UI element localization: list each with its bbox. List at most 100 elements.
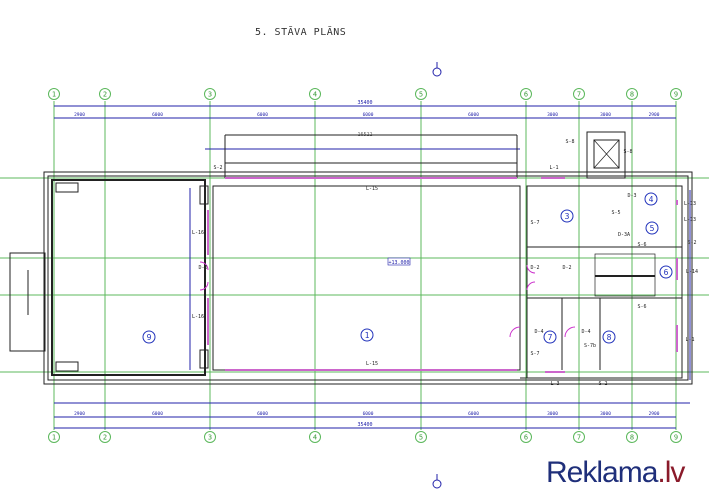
label-l13-a: L-13 [684, 201, 696, 207]
label-d4-b: D-4 [581, 329, 590, 335]
dim-bottom: 3000 [600, 411, 611, 417]
label-l15-bottom: L-15 [366, 361, 378, 367]
dim-top: 6000 [468, 112, 479, 118]
axis-bubble [99, 88, 111, 100]
axis-label: 6 [524, 91, 528, 99]
axis-bubble [626, 88, 638, 100]
axis-label: 2 [103, 434, 107, 442]
label-d4-a: D-4 [534, 329, 543, 335]
label-s2-right: S-2 [687, 240, 696, 246]
dim-bottom: 2900 [649, 411, 660, 417]
room-circle [602, 330, 616, 344]
axis-label: 8 [630, 434, 634, 442]
logo-tld: .lv [657, 456, 685, 489]
axis-label: 5 [419, 434, 423, 442]
level-mark: +13.000 [388, 260, 409, 266]
axis-label: 2 [103, 91, 107, 99]
axis-label: 8 [630, 91, 634, 99]
label-l1-right: L-1 [685, 337, 694, 343]
axis-bubble [626, 431, 638, 443]
dim-bottom: 6000 [152, 411, 163, 417]
room-circle [560, 209, 574, 223]
room-number: 6 [664, 268, 669, 277]
axis-bubble [573, 88, 585, 100]
axis-bubble [670, 88, 682, 100]
axis-label: 1 [52, 91, 56, 99]
dim-top: 2900 [74, 112, 85, 118]
label-l1-top: L-1 [549, 165, 558, 171]
axis-label: 9 [674, 434, 678, 442]
dim-top: 2900 [649, 112, 660, 118]
axis-bubble [99, 431, 111, 443]
label-l3: L-3 [550, 381, 559, 387]
axis-bubble [204, 431, 216, 443]
room-markers: 1 3 4 5 6 7 8 9 [142, 192, 673, 344]
label-s8-a: S-8 [565, 139, 574, 145]
drawing-title: 5. STĀVA PLĀNS [255, 27, 347, 38]
room-circle [360, 328, 374, 342]
axis-label: 1 [52, 434, 56, 442]
dim-top: 6000 [257, 112, 268, 118]
room-number: 1 [365, 331, 370, 340]
dim-top: 6000 [363, 112, 374, 118]
label-l14: L-14 [686, 269, 698, 275]
axis-label: 9 [674, 91, 678, 99]
room-circle [659, 265, 673, 279]
room-number: 5 [650, 224, 655, 233]
windows [207, 177, 678, 373]
axis-bubble [520, 431, 532, 443]
label-s2-bottom: S-2 [598, 381, 607, 387]
axis-bubble [415, 88, 427, 100]
axis-label: 6 [524, 434, 528, 442]
axis-label: 3 [208, 91, 212, 99]
dim-bottom: 6000 [468, 411, 479, 417]
dim-bottom: 3000 [547, 411, 558, 417]
axis-bubble [415, 431, 427, 443]
dim-top: 6000 [152, 112, 163, 118]
reklama-logo: Reklama.lv [546, 456, 685, 490]
north-arrow-icon [432, 62, 442, 489]
axis-label: 7 [577, 434, 581, 442]
label-d3: D-3 [627, 193, 636, 199]
room-number: 8 [607, 333, 612, 342]
dim-bottom-total: 35400 [357, 422, 372, 428]
room-number: 7 [548, 333, 553, 342]
dimension-texts: 2900 6000 6000 6000 6000 3000 3000 2900 2900 6000… [74, 112, 660, 417]
label-l13-b: L-13 [684, 217, 696, 223]
label-l15-top: L-15 [366, 186, 378, 192]
axis-bubble [309, 88, 321, 100]
label-d2-c: D-2 [562, 265, 571, 271]
axis-bubble [48, 431, 60, 443]
dim-bottom: 6000 [363, 411, 374, 417]
label-s7-a: S-7 [530, 220, 539, 226]
label-l16-a: L-16 [192, 230, 204, 236]
room-number: 3 [565, 212, 570, 221]
dim-top: 3000 [547, 112, 558, 118]
canopy [224, 134, 518, 178]
label-s7-b: S-7 [530, 351, 539, 357]
label-s7b: S-7b [584, 343, 596, 349]
doors [199, 261, 576, 338]
label-s5: S-5 [611, 210, 620, 216]
label-s6-b: S-6 [637, 304, 646, 310]
axis-bubble [48, 88, 60, 100]
axis-bubble [204, 88, 216, 100]
axis-bubble [520, 88, 532, 100]
label-s8-b: S-8 [623, 149, 632, 155]
room-circle [645, 221, 659, 235]
dim-top-total: 35400 [357, 100, 372, 106]
dim-top: 3000 [600, 112, 611, 118]
axis-label: 4 [313, 91, 317, 99]
room-number: 4 [649, 195, 654, 204]
level-mark-box [387, 257, 411, 266]
axis-bubble [573, 431, 585, 443]
label-l16-b: L-16 [192, 314, 204, 320]
element-labels: L-15L-15L-16L-16L-1L-1L-3L-13L-13L-14S-2… [192, 139, 698, 387]
room-number: 9 [147, 333, 152, 342]
walls [9, 131, 693, 385]
logo-name: Reklama [546, 456, 658, 489]
label-d2-b: D-2 [530, 265, 539, 271]
axis-bubble [670, 431, 682, 443]
dimension-lines [54, 105, 691, 429]
axis-bubble [309, 431, 321, 443]
